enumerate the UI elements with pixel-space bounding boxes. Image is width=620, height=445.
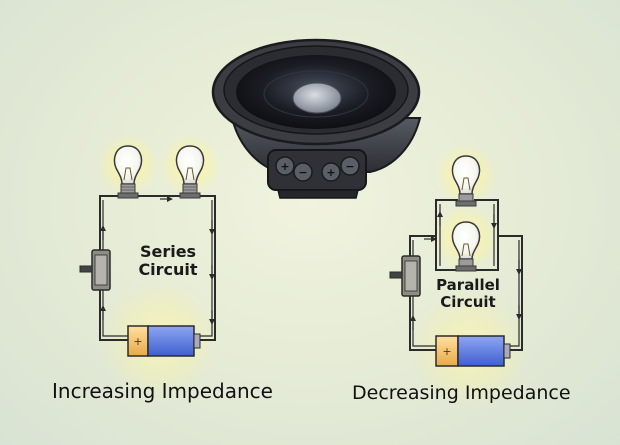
series-bulb-left	[113, 145, 143, 199]
series-wires	[99, 195, 216, 341]
parallel-label-line2: Circuit	[440, 293, 496, 312]
series-current-arrows	[100, 196, 215, 325]
parallel-wires	[409, 199, 523, 351]
increasing-impedance-caption: Increasing Impedance	[52, 379, 273, 403]
battery-plus-sign: +	[133, 335, 142, 348]
parallel-bulb-bottom	[451, 221, 481, 272]
terminal-sign: +	[326, 166, 335, 179]
series-label-line1: Series	[139, 242, 197, 261]
series-circuit: +	[79, 133, 222, 400]
parallel-bulb-top	[451, 155, 481, 207]
parallel-circuit: +	[389, 143, 530, 410]
terminal-sign: −	[345, 160, 354, 173]
parallel-battery: +	[435, 335, 511, 367]
speaker-dust-cap	[292, 82, 342, 114]
parallel-switch	[389, 255, 421, 297]
decreasing-impedance-caption: Decreasing Impedance	[352, 382, 571, 404]
parallel-circuit-label: Parallel Circuit	[428, 276, 508, 312]
series-circuit-label: Series Circuit	[128, 242, 208, 280]
battery-plus-sign: +	[442, 345, 451, 358]
terminal-sign: −	[298, 166, 307, 179]
parallel-label-line1: Parallel	[436, 276, 500, 294]
parallel-current-arrows	[410, 211, 522, 330]
terminal-sign: +	[280, 160, 289, 173]
series-battery: +	[127, 325, 201, 357]
series-switch	[79, 249, 111, 291]
series-label-line2: Circuit	[138, 260, 198, 280]
series-bulb-right	[175, 145, 205, 199]
speaker: + − + −	[211, 38, 422, 199]
speaker-terminals: + − + −	[275, 156, 360, 182]
